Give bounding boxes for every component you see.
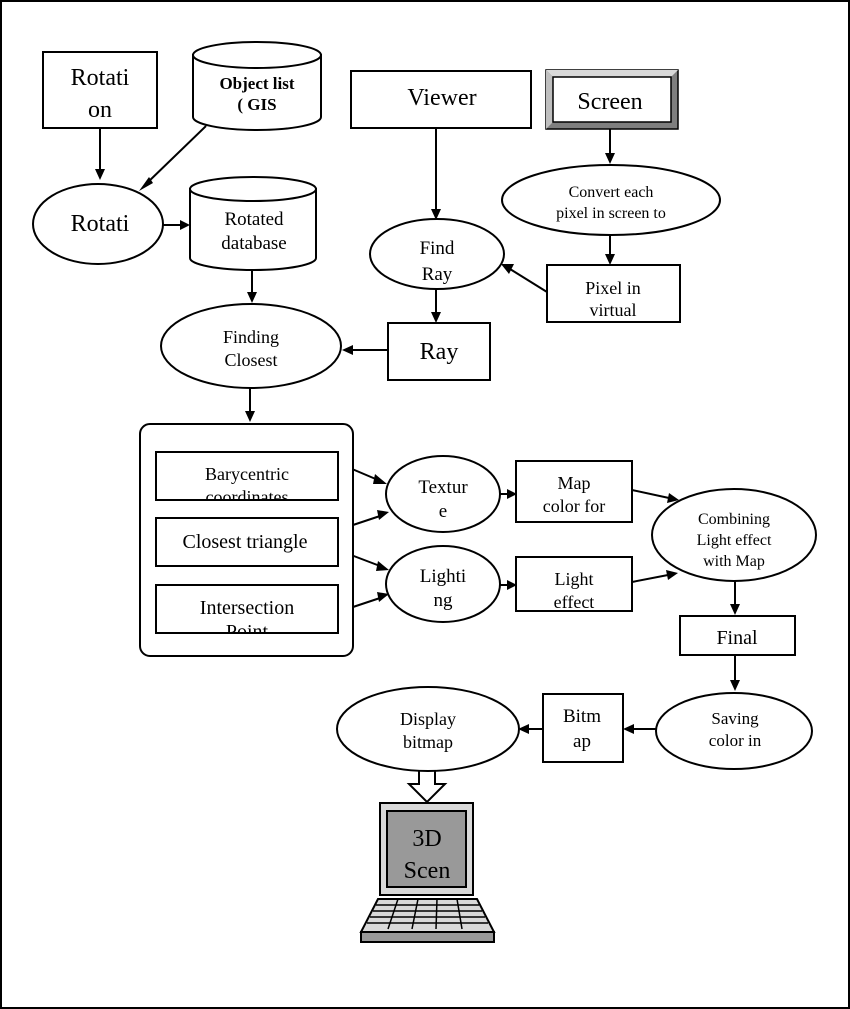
lighting-process: Lighti ng — [385, 545, 501, 623]
viewer-label: Viewer — [407, 85, 476, 111]
ray-box: Ray — [387, 322, 491, 381]
arrow-bitmap-to-display — [518, 724, 543, 734]
object-list-line2: ( GIS — [237, 95, 276, 114]
intersection-line2: Point — [226, 621, 269, 643]
barycentric-line1: Barycentric — [205, 464, 289, 484]
intersection-line1: Intersection — [200, 597, 294, 619]
object-list-database: Object list ( GIS — [192, 41, 322, 131]
arrow-findray-to-ray — [431, 289, 441, 323]
saving-process: Saving color in — [655, 692, 813, 770]
map-color-box: Map color for — [515, 460, 633, 523]
finding-closest-line1: Finding — [223, 327, 279, 347]
final-box: Final — [679, 615, 796, 656]
barycentric-box: Barycentric coordinates — [155, 451, 339, 507]
intersection-box: Intersection Point — [155, 584, 339, 643]
arrow-lighting-to-light — [500, 580, 517, 590]
convert-pixel-line2: pixel in screen to — [556, 205, 666, 222]
combining-process: Combining Light effect with Map — [651, 488, 817, 582]
pixel-virtual-box: Pixel in virtual — [546, 264, 681, 323]
pixel-virtual-line1: Pixel in — [585, 278, 641, 298]
arrow-pixel-to-findray — [501, 264, 548, 293]
combining-line1: Combining — [698, 511, 770, 528]
saving-line2: color in — [709, 731, 762, 750]
ray-label: Ray — [420, 339, 459, 365]
saving-line1: Saving — [711, 709, 759, 728]
arrow-saving-to-bitmap — [623, 724, 657, 734]
light-effect-line2: effect — [554, 592, 595, 612]
rotation-process-label: Rotati — [71, 211, 130, 237]
arrow-final-to-saving — [730, 655, 740, 691]
arrow-ray-to-finding — [342, 345, 388, 355]
texture-line2: e — [439, 501, 447, 522]
arrow-map-to-combining — [631, 489, 679, 503]
finding-closest-process: Finding Closest — [160, 303, 342, 389]
arrow-viewer-to-findray — [431, 128, 441, 220]
barycentric-line2: coordinates — [206, 487, 289, 507]
rotated-database-line2: database — [221, 233, 286, 254]
bitmap-line2: ap — [573, 731, 591, 752]
combining-line2: Light effect — [697, 532, 772, 549]
find-ray-line2: Ray — [422, 264, 453, 285]
convert-pixel-line1: Convert each — [569, 184, 654, 201]
scene-3d-line2: Scen — [404, 858, 451, 884]
rotation-box-line2: on — [88, 97, 112, 123]
find-ray-process: Find Ray — [369, 218, 505, 290]
arrow-convert-to-pixel — [605, 235, 615, 265]
convert-pixel-process: Convert each pixel in screen to — [501, 164, 721, 236]
arrow-database-to-finding — [247, 269, 257, 303]
arrow-texture-to-map — [500, 489, 517, 499]
display-bitmap-line1: Display — [400, 709, 456, 729]
rotation-box: Rotati on — [42, 51, 158, 129]
texture-process: Textur e — [385, 455, 501, 533]
bitmap-line1: Bitm — [563, 706, 601, 727]
final-label: Final — [716, 627, 758, 649]
arrow-light-to-combining — [631, 570, 678, 583]
object-list-line1: Object list — [219, 74, 294, 93]
bitmap-box: Bitm ap — [542, 693, 624, 763]
display-bitmap-process: Display bitmap — [336, 686, 520, 772]
map-color-line1: Map — [558, 473, 591, 493]
texture-line1: Textur — [418, 477, 468, 498]
laptop-icon: 3D Scen — [359, 802, 496, 943]
arrow-objectlist-to-rotati — [139, 125, 207, 191]
viewer-box: Viewer — [350, 70, 532, 129]
screen-box: Screen — [545, 69, 679, 130]
find-ray-line1: Find — [420, 238, 455, 259]
map-color-line2: color for — [543, 496, 605, 516]
rotation-process: Rotati — [32, 183, 164, 265]
arrow-finding-to-group — [245, 388, 255, 422]
arrow-combining-to-final — [730, 581, 740, 615]
arrow-screen-to-convert — [605, 129, 615, 164]
display-bitmap-line2: bitmap — [403, 732, 453, 752]
lighting-line1: Lighti — [420, 566, 466, 587]
rotated-database: Rotated database — [189, 176, 317, 271]
light-effect-box: Light effect — [515, 556, 633, 612]
rotated-database-line1: Rotated — [224, 209, 284, 230]
pixel-virtual-line2: virtual — [590, 300, 637, 320]
closest-triangle-box: Closest triangle — [155, 517, 339, 567]
arrow-rotation-to-rotati — [95, 129, 105, 180]
closest-triangle-label: Closest triangle — [183, 531, 308, 553]
finding-closest-line2: Closest — [224, 350, 277, 370]
combining-line3: with Map — [703, 553, 765, 570]
screen-label: Screen — [577, 89, 642, 115]
monitor-screen — [386, 810, 467, 888]
light-effect-line1: Light — [555, 569, 594, 589]
rotation-box-line1: Rotati — [71, 65, 130, 91]
scene-3d-line1: 3D — [412, 826, 441, 852]
lighting-line2: ng — [434, 590, 454, 611]
